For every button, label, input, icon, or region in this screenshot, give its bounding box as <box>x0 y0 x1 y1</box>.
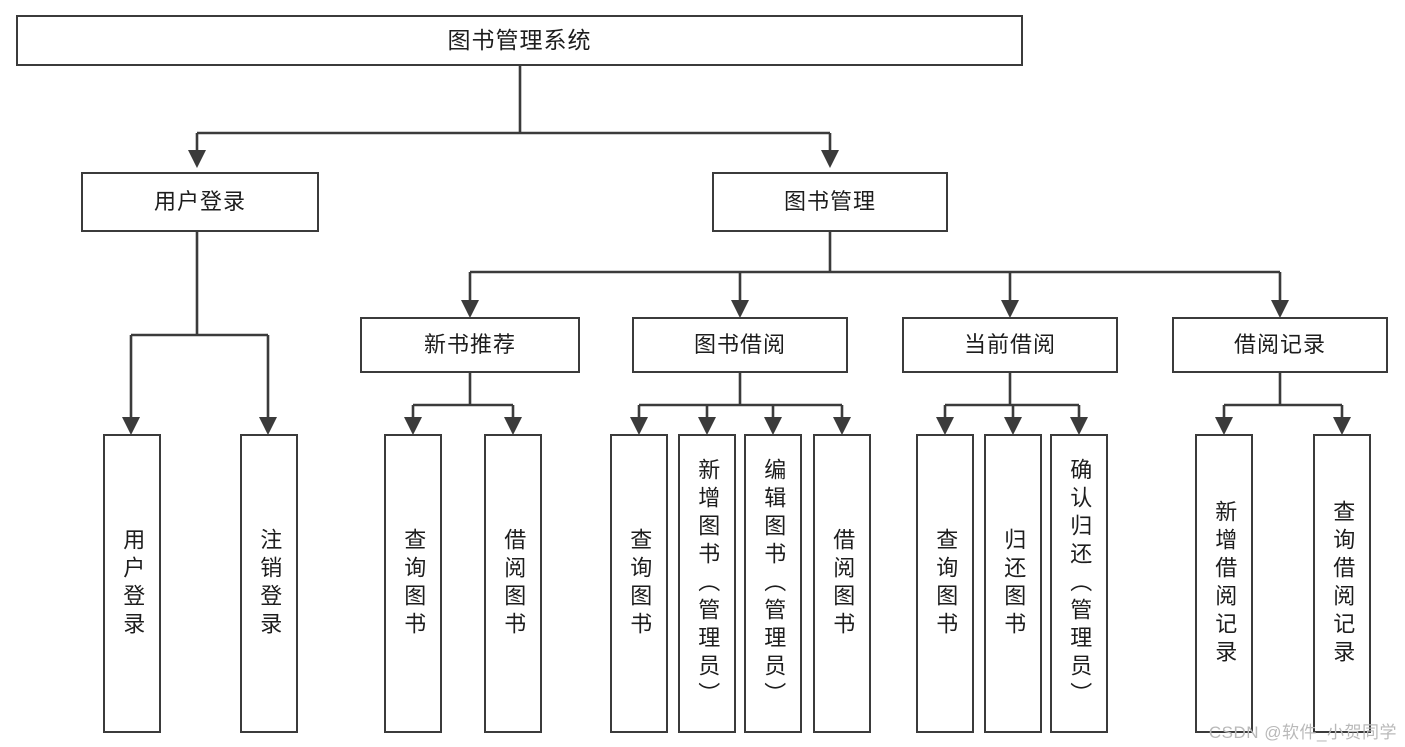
node-borrow-records-label: 借阅记录 <box>1233 332 1326 357</box>
leaf-newbook-borrow-book[interactable]: 借阅图书 <box>484 434 542 733</box>
leaf-user-login[interactable]: 用户登录 <box>103 434 161 733</box>
leaf-current-confirm-return-admin-label: 确认归还（管理员） <box>1067 457 1093 710</box>
leaf-borrow-add-book-admin-label: 新增图书（管理员） <box>695 457 721 710</box>
leaf-newbook-query-book-label: 查询图书 <box>401 527 427 640</box>
node-current-borrow-label: 当前借阅 <box>963 332 1056 357</box>
leaf-newbook-query-book[interactable]: 查询图书 <box>384 434 442 733</box>
leaf-borrow-query-book[interactable]: 查询图书 <box>610 434 668 733</box>
watermark: CSDN @软件_小贺同学 <box>1208 723 1397 742</box>
node-book-borrow-label: 图书借阅 <box>693 332 786 357</box>
leaf-current-query-book[interactable]: 查询图书 <box>916 434 974 733</box>
leaf-user-login-label: 用户登录 <box>120 527 146 640</box>
node-user-login[interactable]: 用户登录 <box>81 172 319 232</box>
leaf-records-add-record-label: 新增借阅记录 <box>1212 499 1238 668</box>
leaf-current-return-book[interactable]: 归还图书 <box>984 434 1042 733</box>
node-borrow-records[interactable]: 借阅记录 <box>1172 317 1388 373</box>
leaf-records-add-record[interactable]: 新增借阅记录 <box>1195 434 1253 733</box>
node-user-login-label: 用户登录 <box>153 189 246 214</box>
leaf-borrow-edit-book-admin[interactable]: 编辑图书（管理员） <box>744 434 802 733</box>
node-book-borrow[interactable]: 图书借阅 <box>632 317 848 373</box>
node-book-management-label: 图书管理 <box>783 189 876 214</box>
node-new-book-recommend-label: 新书推荐 <box>423 332 516 357</box>
leaf-records-query-record[interactable]: 查询借阅记录 <box>1313 434 1371 733</box>
leaf-current-return-book-label: 归还图书 <box>1001 527 1027 640</box>
leaf-current-confirm-return-admin[interactable]: 确认归还（管理员） <box>1050 434 1108 733</box>
leaf-borrow-edit-book-admin-label: 编辑图书（管理员） <box>761 457 787 710</box>
leaf-records-query-record-label: 查询借阅记录 <box>1330 499 1356 668</box>
leaf-user-logout[interactable]: 注销登录 <box>240 434 298 733</box>
node-new-book-recommend[interactable]: 新书推荐 <box>360 317 580 373</box>
leaf-newbook-borrow-book-label: 借阅图书 <box>501 527 527 640</box>
leaf-borrow-add-book-admin[interactable]: 新增图书（管理员） <box>678 434 736 733</box>
node-root-label: 图书管理系统 <box>447 27 592 53</box>
leaf-current-query-book-label: 查询图书 <box>933 527 959 640</box>
leaf-borrow-borrow-book-label: 借阅图书 <box>830 527 856 640</box>
leaf-borrow-borrow-book[interactable]: 借阅图书 <box>813 434 871 733</box>
leaf-user-logout-label: 注销登录 <box>257 527 283 640</box>
node-root[interactable]: 图书管理系统 <box>16 15 1023 66</box>
node-book-management[interactable]: 图书管理 <box>712 172 948 232</box>
node-current-borrow[interactable]: 当前借阅 <box>902 317 1118 373</box>
leaf-borrow-query-book-label: 查询图书 <box>627 527 653 640</box>
